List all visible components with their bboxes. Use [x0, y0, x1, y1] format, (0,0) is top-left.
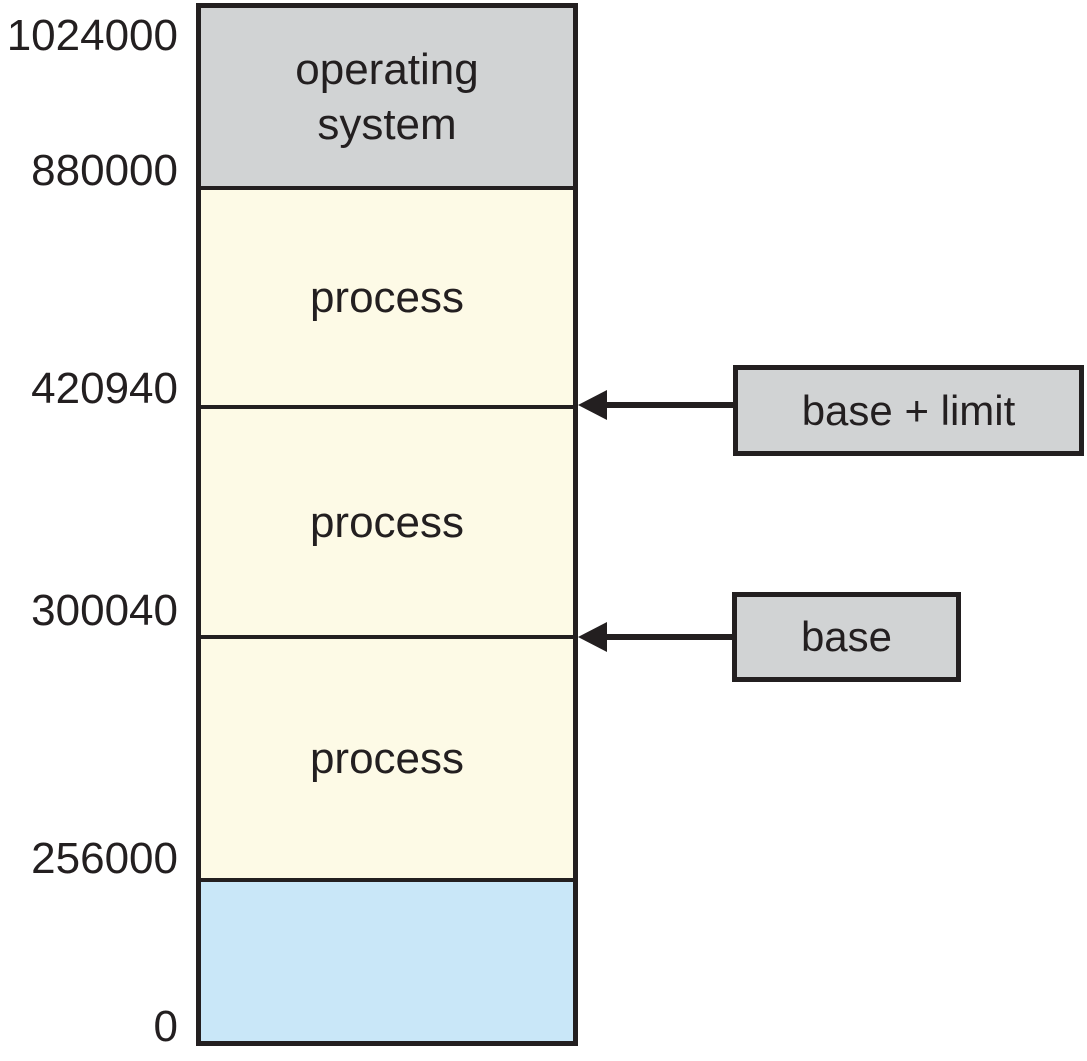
segment-process-3: process [201, 635, 573, 878]
base-callout: base [732, 592, 961, 682]
segment-operating-system-label: operating system [295, 45, 479, 149]
address-label-0: 0 [153, 1002, 178, 1051]
base-plus-limit-callout: base + limit [733, 365, 1084, 456]
address-label-300040: 300040 [31, 586, 178, 635]
address-label-1024000: 1024000 [6, 11, 178, 60]
segment-operating-system: operating system [201, 8, 573, 186]
address-label-420940: 420940 [31, 364, 178, 413]
address-label-256000: 256000 [31, 834, 178, 883]
base-arrowhead-icon [578, 622, 607, 652]
address-label-880000: 880000 [31, 146, 178, 195]
segment-process-2: process [201, 405, 573, 635]
segment-free-space [201, 878, 573, 1041]
base-arrow-line [602, 634, 732, 640]
segment-process-3-label: process [309, 734, 465, 783]
base-plus-limit-arrow-line [602, 402, 733, 408]
base-plus-limit-arrowhead-icon [578, 390, 607, 420]
base-label: base [800, 613, 893, 660]
segment-process-1: process [201, 186, 573, 405]
segment-process-2-label: process [309, 497, 465, 547]
memory-column: operating system process process process [196, 3, 578, 1046]
base-plus-limit-label: base + limit [801, 386, 1016, 434]
segment-process-1-label: process [309, 273, 465, 322]
